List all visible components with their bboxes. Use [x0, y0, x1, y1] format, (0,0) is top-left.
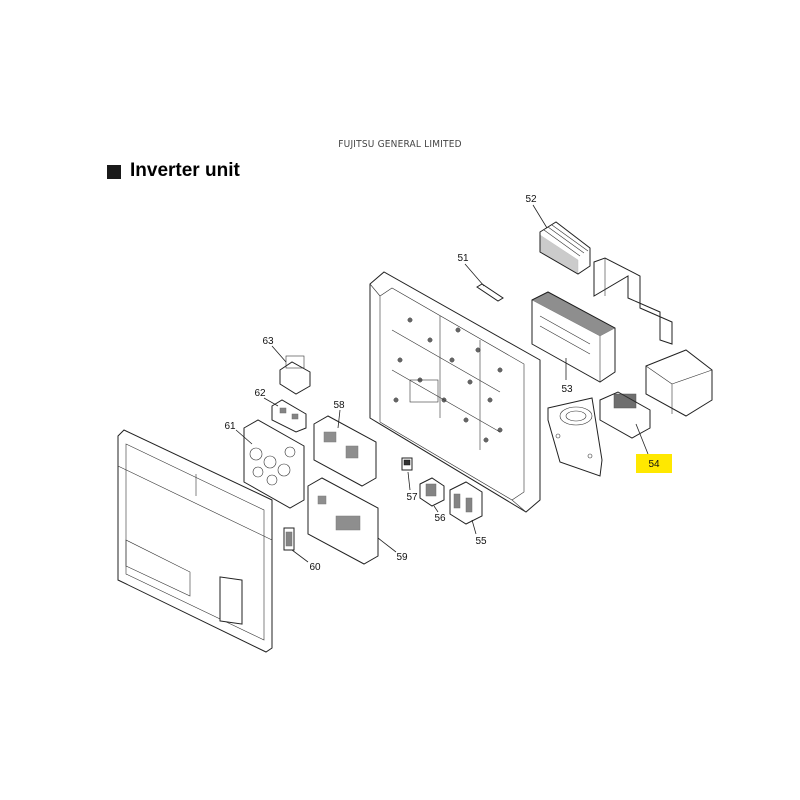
bullet-square-icon: [107, 164, 121, 179]
part-label-53: 53: [561, 384, 573, 395]
part-label-51: 51: [457, 253, 469, 264]
part-59-control-pcb[interactable]: [307, 477, 397, 565]
part-60-connector[interactable]: [283, 527, 309, 563]
part-53-heatsink[interactable]: [531, 291, 616, 383]
part-cover-plate[interactable]: [593, 257, 673, 345]
part-label-57: 57: [406, 492, 418, 503]
part-main-chassis[interactable]: [369, 271, 541, 513]
part-label-56: 56: [434, 513, 446, 524]
part-61-filter-pcb[interactable]: [235, 419, 305, 509]
part-52-heatsink[interactable]: [532, 204, 591, 275]
part-54-reactor[interactable]: [599, 391, 651, 455]
part-label-63: 63: [262, 336, 274, 347]
brand-name: FUJITSU GENERAL LIMITED: [338, 139, 462, 150]
part-55-terminal-block[interactable]: [449, 481, 483, 535]
part-front-panel[interactable]: [117, 429, 273, 653]
part-label-52: 52: [525, 194, 537, 205]
part-51-bracket[interactable]: [464, 263, 504, 302]
part-62-pcb[interactable]: [263, 397, 307, 433]
part-label-59: 59: [396, 552, 408, 563]
highlight-54: [636, 454, 672, 473]
part-label-58: 58: [333, 400, 345, 411]
part-57-connector[interactable]: [401, 457, 413, 491]
section-heading: Inverter unit: [107, 160, 240, 182]
part-56-terminal[interactable]: [419, 477, 445, 513]
part-mounting-bracket[interactable]: [547, 397, 603, 477]
part-63-transformer[interactable]: [271, 345, 311, 395]
page-title: Inverter unit: [130, 160, 240, 181]
part-label-54: 54: [648, 459, 660, 470]
part-58-pcb[interactable]: [313, 409, 377, 487]
part-duct-box[interactable]: [645, 349, 713, 417]
part-label-60: 60: [309, 562, 321, 573]
part-label-62: 62: [254, 388, 266, 399]
part-label-61: 61: [224, 421, 236, 432]
part-label-55: 55: [475, 536, 487, 547]
